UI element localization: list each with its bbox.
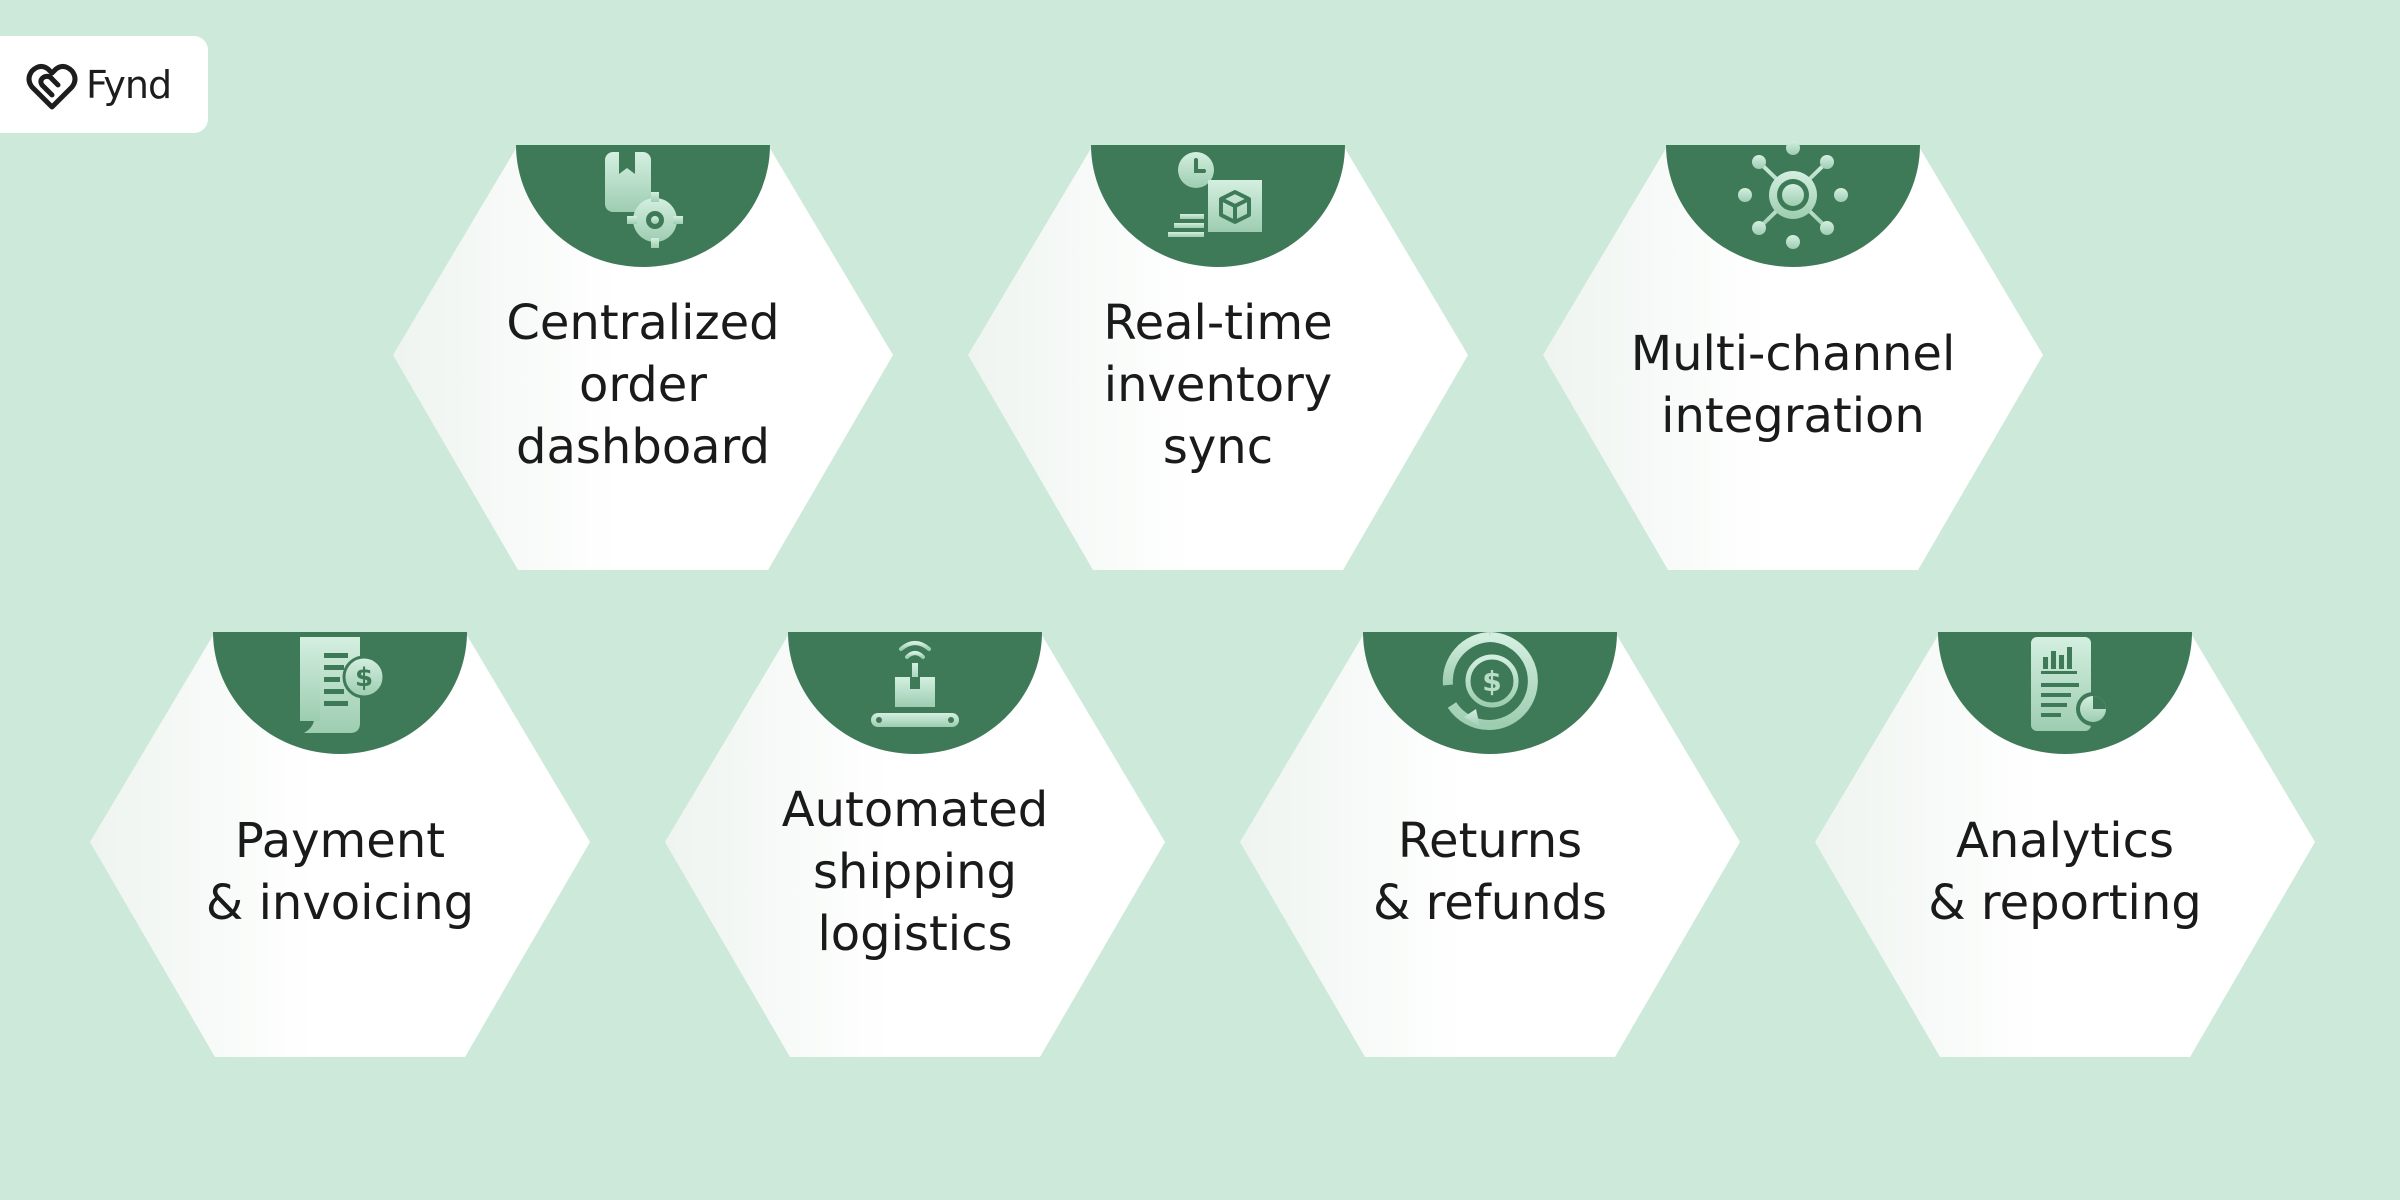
feature-hex: $ Returns & refunds (1240, 627, 1740, 1057)
feature-label: Returns & refunds (1372, 813, 1608, 931)
network-gear-icon (1738, 141, 1848, 249)
feature-hex: Real-time inventory sync (968, 140, 1468, 570)
order-settings-icon (605, 152, 683, 248)
feature-label: Analytics & reporting (1928, 813, 2202, 931)
feature-label: Real-time inventory sync (1103, 295, 1333, 475)
feature-label: Automated shipping logistics (781, 782, 1049, 962)
feature-hex: Centralized order dashboard (393, 140, 893, 570)
refund-dollar-icon: $ (1442, 632, 1538, 730)
feature-hex: Multi-channel integration (1543, 140, 2043, 570)
brand-name: Fynd (86, 62, 172, 107)
invoice-dollar-icon: $ (300, 637, 386, 733)
svg-text:$: $ (1482, 665, 1501, 698)
hex-shape (1240, 632, 1740, 1057)
feature-hex: Automated shipping logistics (665, 627, 1165, 1057)
feature-label: Multi-channel integration (1630, 326, 1956, 444)
brand-logo: Fynd (0, 36, 208, 133)
feature-hex: $ Payment & invoicing (90, 627, 590, 1057)
conveyor-package-icon (871, 641, 959, 727)
svg-text:$: $ (355, 663, 373, 693)
feature-label: Centralized order dashboard (506, 295, 780, 475)
feature-hex: Analytics & reporting (1815, 627, 2315, 1057)
report-chart-icon (2031, 637, 2110, 731)
feature-label: Payment & invoicing (205, 813, 475, 931)
clock-box-icon (1168, 152, 1262, 237)
fynd-logo-icon (26, 63, 78, 109)
